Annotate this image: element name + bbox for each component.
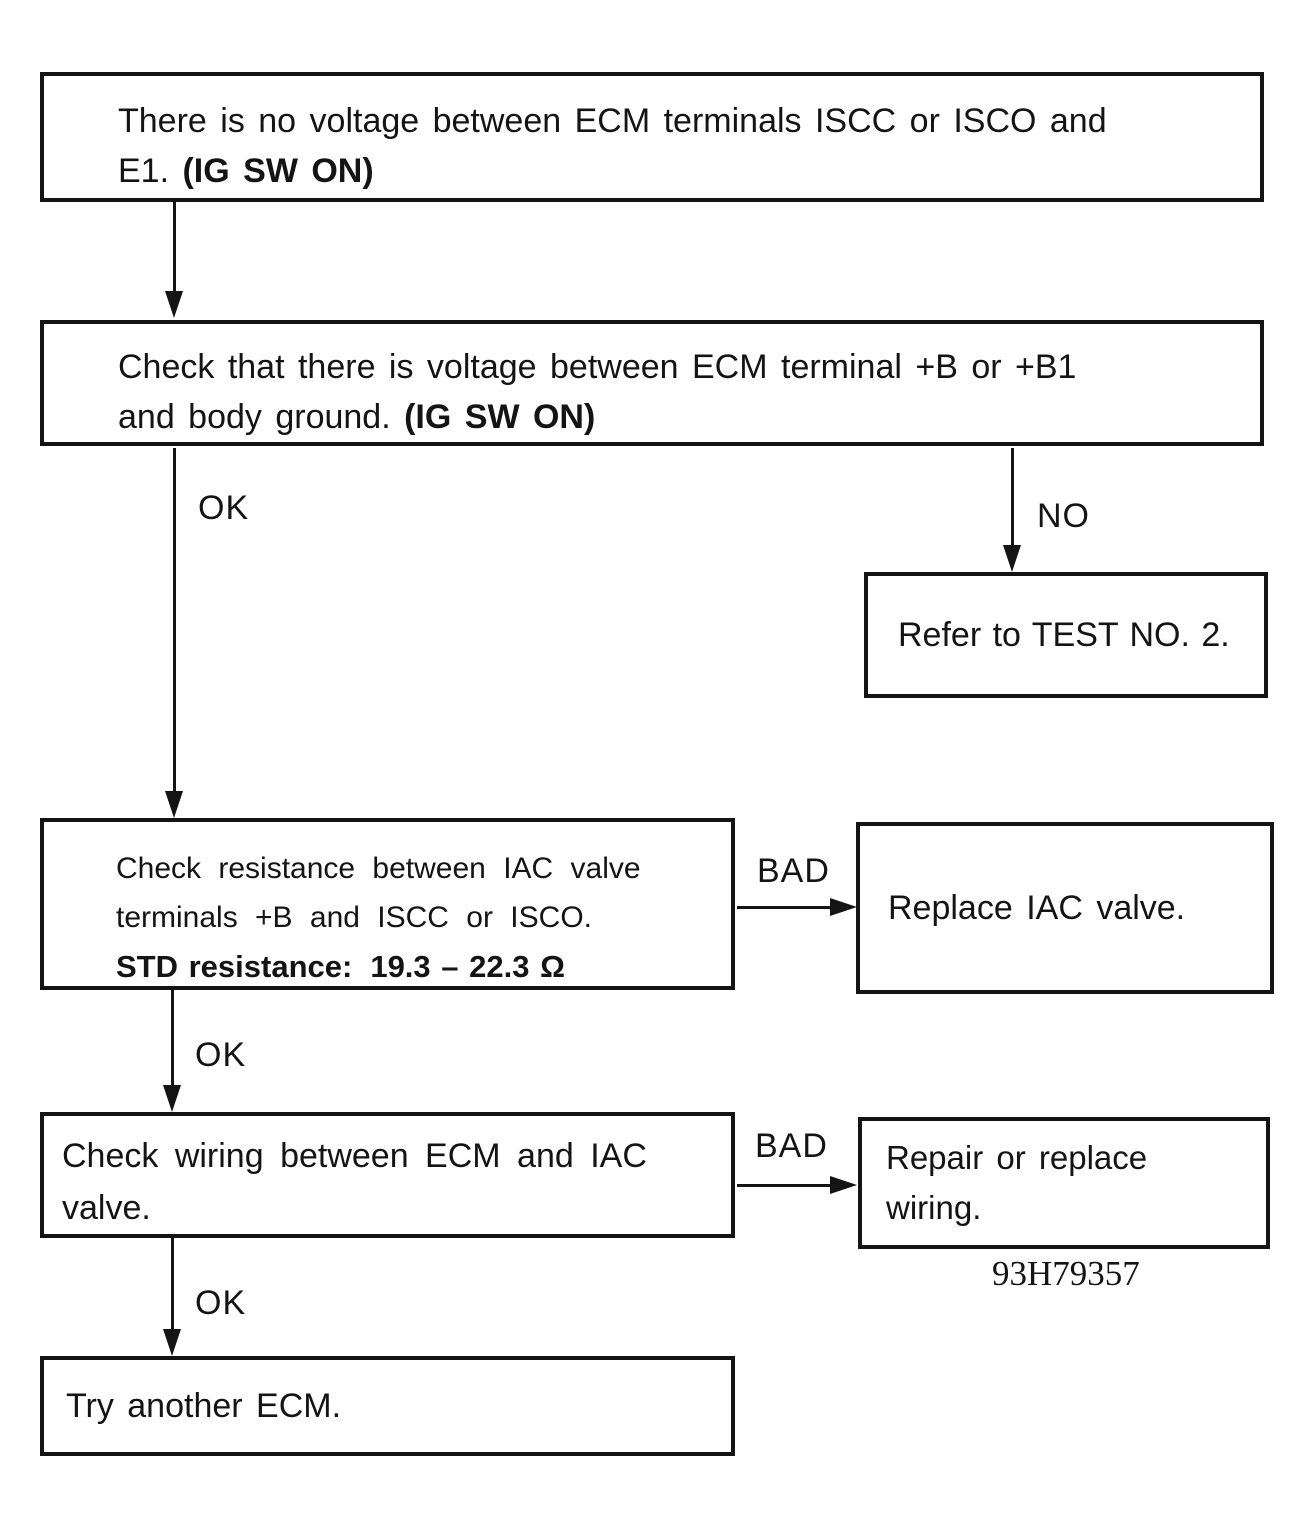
node-text-line: Check that there is voltage between ECM …: [118, 348, 1077, 386]
arrow-down-icon: [165, 791, 183, 818]
node-text-normal: and body ground.: [118, 398, 405, 436]
node-text-normal: E1.: [118, 152, 183, 190]
node-no-voltage: There is no voltage between ECM terminal…: [40, 72, 1264, 202]
node-text-line: terminals +B and ISCC or ISCO.: [116, 901, 592, 934]
connector-bad-line: [737, 906, 833, 909]
node-text-line: Refer to TEST NO. 2.: [898, 615, 1230, 654]
node-text-line: STD resistance: 19.3 – 22.3 Ω: [116, 942, 721, 991]
node-refer-test-2: Refer to TEST NO. 2.: [864, 572, 1268, 698]
node-replace-iac-valve: Replace IAC valve.: [856, 822, 1274, 994]
connector-down-line: [173, 202, 176, 294]
connector-ok-line: [171, 1238, 174, 1330]
node-check-resistance: Check resistance between IAC valve termi…: [40, 818, 735, 990]
std-resistance-label: STD resistance:: [116, 949, 353, 984]
node-check-wiring: Check wiring between ECM and IAC valve.: [40, 1112, 735, 1238]
label-ok-2: OK: [195, 1036, 247, 1074]
connector-bad-line: [737, 1184, 833, 1187]
arrow-right-icon: [830, 1176, 857, 1194]
node-text-line: and body ground. (IG SW ON): [118, 392, 1246, 442]
std-resistance-value: 19.3 – 22.3 Ω: [370, 949, 565, 984]
node-text-line: Check resistance between IAC valve: [116, 852, 641, 885]
node-text-line: Try another ECM.: [66, 1386, 342, 1425]
node-text-bold: (IG SW ON): [404, 398, 596, 436]
node-text-line: E1. (IG SW ON): [118, 146, 1246, 196]
arrow-down-icon: [165, 291, 183, 318]
node-text-bold: (IG SW ON): [182, 152, 374, 190]
label-ok-3: OK: [195, 1284, 247, 1322]
connector-ok-line: [171, 990, 174, 1085]
node-text-line: wiring.: [886, 1189, 982, 1226]
arrow-right-icon: [830, 898, 857, 916]
node-text-line: There is no voltage between ECM terminal…: [118, 102, 1107, 140]
node-try-another-ecm: Try another ECM.: [40, 1356, 735, 1456]
label-no-1: NO: [1037, 497, 1090, 535]
connector-ok-line: [173, 448, 176, 793]
arrow-down-icon: [163, 1329, 181, 1356]
arrow-down-icon: [163, 1085, 181, 1112]
node-text-line: Check wiring between ECM and IAC: [62, 1137, 647, 1175]
node-text-line: Replace IAC valve.: [888, 888, 1186, 927]
node-check-voltage: Check that there is voltage between ECM …: [40, 320, 1264, 446]
arrow-down-icon: [1003, 545, 1021, 572]
label-bad-2: BAD: [755, 1127, 828, 1165]
label-ok-1: OK: [198, 489, 250, 527]
node-text-line: Repair or replace: [886, 1139, 1148, 1176]
label-bad-1: BAD: [757, 852, 830, 890]
node-repair-wiring: Repair or replace wiring.: [858, 1117, 1270, 1249]
connector-no-line: [1011, 448, 1014, 547]
figure-code: 93H79357: [992, 1254, 1140, 1293]
node-text-line: valve.: [62, 1189, 151, 1227]
